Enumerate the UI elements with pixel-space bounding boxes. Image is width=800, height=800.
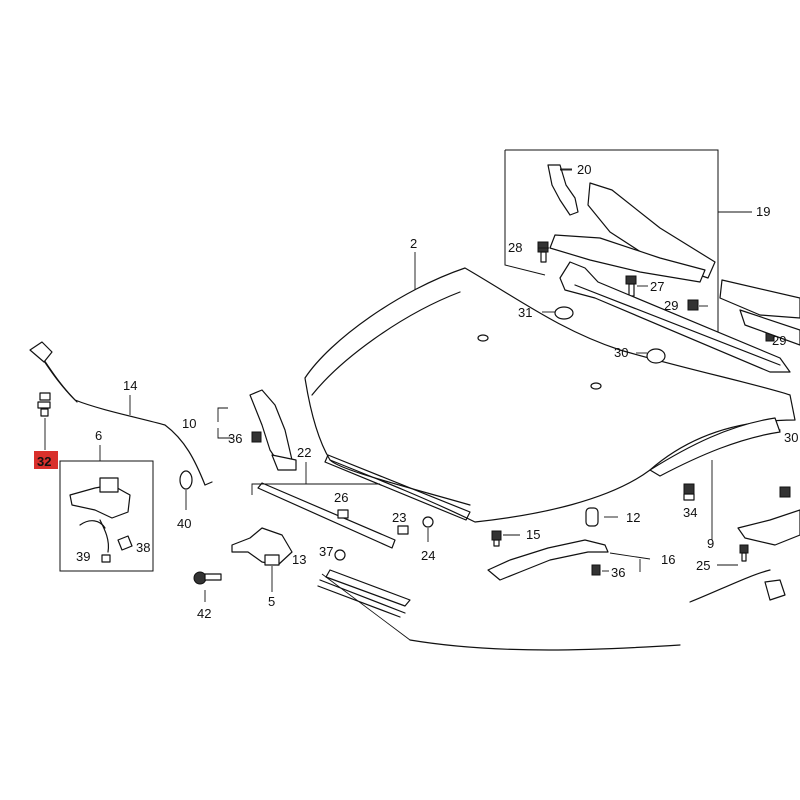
callout-9: 9 — [707, 536, 714, 551]
hood-support-rod — [317, 549, 681, 651]
bolt-15 — [491, 530, 502, 547]
hood-latch-5 — [231, 527, 293, 592]
clip-32 — [37, 392, 51, 450]
callout-40: 40 — [177, 516, 191, 531]
callout-36a: 36 — [228, 431, 242, 446]
right-lower-parts — [683, 483, 800, 603]
callout-42: 42 — [197, 606, 211, 621]
callout-30b: 30 — [784, 430, 798, 445]
nut-36-lower — [591, 564, 601, 576]
grommet-31 — [542, 306, 574, 320]
callout-20: 20 — [577, 162, 591, 177]
callout-10: 10 — [182, 416, 196, 431]
nut-29 — [687, 299, 699, 311]
callout-24: 24 — [421, 548, 435, 563]
callout-22: 22 — [297, 445, 311, 460]
callout-15: 15 — [526, 527, 540, 542]
callout-34: 34 — [683, 505, 697, 520]
bolt-27 — [625, 275, 637, 297]
callout-39: 39 — [76, 549, 90, 564]
bolt-28 — [537, 241, 549, 263]
callout-32: 32 — [37, 454, 51, 469]
bumper-12 — [585, 507, 618, 527]
callout-12: 12 — [626, 510, 640, 525]
callout-19: 19 — [756, 204, 770, 219]
callout-14: 14 — [123, 378, 137, 393]
hood-seal-strip — [559, 261, 791, 373]
bracket-10 — [217, 389, 297, 471]
callout-29b: 29 — [772, 333, 786, 348]
callout-28: 28 — [508, 240, 522, 255]
callout-labels: 2 20 19 28 27 29 31 30 29 30 14 10 36 22… — [76, 162, 798, 621]
nut-36-upper — [251, 431, 262, 443]
callout-6: 6 — [95, 428, 102, 443]
lock-assembly-box — [59, 445, 154, 572]
callout-25: 25 — [696, 558, 710, 573]
callout-13: 13 — [292, 552, 306, 567]
hinge-assembly-box — [504, 149, 752, 335]
grommet-40 — [179, 470, 193, 510]
release-cable-14 — [29, 341, 213, 486]
callout-29a: 29 — [664, 298, 678, 313]
fastener-24 — [422, 516, 434, 542]
callout-26: 26 — [334, 490, 348, 505]
callout-32-highlight[interactable]: 32 — [34, 451, 58, 469]
highlight-box — [34, 451, 58, 469]
callout-38: 38 — [136, 540, 150, 555]
right-hinge-partial — [719, 279, 800, 346]
callout-30a: 30 — [614, 345, 628, 360]
bolt-42 — [193, 571, 222, 602]
callout-27: 27 — [650, 279, 664, 294]
clip-26 — [337, 509, 349, 519]
stay-16 — [487, 539, 651, 581]
callout-36b: 36 — [611, 565, 625, 580]
callout-2: 2 — [410, 236, 417, 251]
weather-strip-9 — [649, 417, 781, 540]
clip-23 — [397, 525, 409, 535]
hood-molding-22 — [251, 462, 409, 549]
callout-16: 16 — [661, 552, 675, 567]
callout-5: 5 — [268, 594, 275, 609]
callout-23: 23 — [392, 510, 406, 525]
grommet-30 — [636, 348, 666, 364]
callout-31: 31 — [518, 305, 532, 320]
callout-37: 37 — [319, 544, 333, 559]
